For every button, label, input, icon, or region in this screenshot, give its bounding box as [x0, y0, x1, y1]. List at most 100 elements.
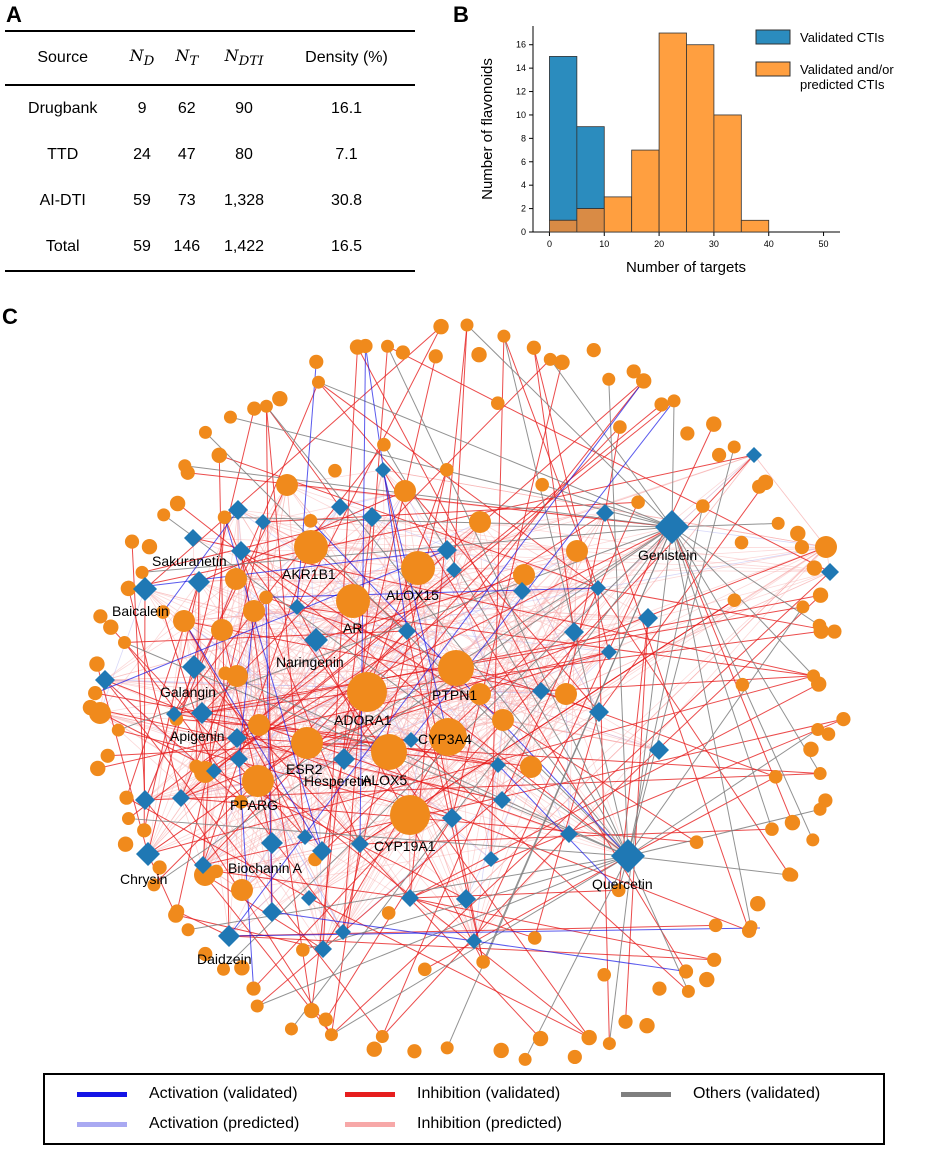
predicted-edge [304, 490, 406, 838]
inhibition-validated-edge [201, 594, 821, 714]
inhibition-validated-edge [104, 679, 383, 1037]
target-node [117, 836, 134, 852]
target-node [811, 722, 825, 736]
cell-source: Total [5, 224, 121, 272]
inhibition-validated-edge [104, 679, 242, 803]
others-validated-edge [205, 431, 629, 857]
others-validated-edge [291, 526, 673, 1030]
x-tick-label: 20 [654, 239, 664, 249]
compound-node [564, 622, 584, 642]
target-node [581, 1029, 597, 1046]
cell-nd: 59 [133, 192, 151, 209]
target-node [276, 474, 298, 496]
predicted-edge [315, 546, 827, 641]
predicted-edge [286, 484, 298, 608]
cell-ndti: 90 [235, 100, 253, 117]
compound-node [601, 644, 617, 660]
target-node [790, 525, 806, 542]
predicted-edge [315, 521, 481, 641]
inhibition-validated-edge [410, 739, 689, 992]
cell-nt: 47 [177, 146, 196, 163]
predicted-edge [241, 506, 341, 891]
target-node [708, 918, 723, 933]
target-node [813, 767, 827, 781]
target-node [626, 364, 641, 379]
legend-activation-predicted: Activation (predicted) [77, 1115, 299, 1133]
predicted-edge [523, 574, 575, 633]
compound-node [466, 933, 482, 949]
predicted-edge [257, 639, 317, 782]
target-node [111, 723, 125, 737]
predicted-edge [308, 546, 827, 899]
predicted-edge [490, 546, 827, 860]
cell-nd: 9 [137, 100, 147, 117]
predicted-edge [183, 620, 453, 819]
target-node [554, 354, 570, 370]
predicted-edge [321, 574, 525, 852]
compound-node [649, 740, 669, 760]
others-validated-edge [627, 606, 804, 857]
predicted-edge [521, 546, 827, 592]
predicted-edge [473, 693, 567, 942]
predicted-edge [253, 610, 610, 653]
predicted-edge [202, 780, 259, 866]
predicted-edge [322, 751, 390, 950]
target-node [247, 401, 262, 416]
target-node [812, 618, 827, 633]
target-node [518, 1052, 532, 1066]
table-row: Total 59 146 1,422 16.5 [5, 224, 415, 272]
target-node [727, 593, 742, 607]
predicted-edge [241, 836, 306, 891]
target-node [169, 495, 186, 512]
target-node [89, 656, 105, 672]
predicted-edge [236, 675, 323, 852]
target-node [152, 860, 167, 875]
predicted-edge [238, 484, 288, 760]
target-node [318, 1012, 333, 1027]
inhibition-validated-edge [409, 718, 844, 899]
predicted-edge [417, 567, 831, 573]
header-nd: ND [120, 30, 164, 86]
target-node [381, 339, 395, 353]
target-node [469, 511, 491, 533]
target-node [440, 1041, 454, 1055]
predicted-edge [359, 546, 827, 845]
header-nt: NT [163, 30, 211, 86]
nodes-layer [82, 318, 851, 1066]
cell-density: 30.8 [330, 192, 363, 209]
header-density: Density (%) [278, 30, 415, 86]
target-node [88, 686, 103, 701]
target-node [157, 508, 171, 522]
predicted-edge [502, 512, 606, 721]
compound-node [230, 750, 248, 768]
predicted-edge [343, 567, 419, 760]
target-node [695, 499, 710, 513]
target-node [771, 516, 785, 530]
inhibition-validated-edge [180, 797, 332, 1035]
target-node [89, 702, 111, 724]
inhibition-validated-edge [95, 692, 499, 766]
node-label-akr1b1: AKR1B1 [282, 566, 336, 582]
y-tick-label: 0 [521, 227, 526, 237]
predicted-edge [359, 546, 827, 845]
network-legend: Activation (validated) Activation (predi… [43, 1073, 885, 1145]
predicted-edge [236, 693, 567, 739]
target-node [296, 943, 310, 957]
x-tick-label: 0 [547, 239, 552, 249]
y-tick-label: 10 [516, 110, 526, 120]
target-node [217, 510, 232, 525]
bar-validated-and-predicted [603, 196, 633, 233]
predicted-edge [258, 606, 298, 726]
compound-node [560, 825, 578, 843]
predicted-edge [310, 512, 606, 548]
compound-node-baicalein [133, 577, 157, 601]
y-axis-label: Number of flavonoids [479, 58, 496, 200]
inhibition-validated-edge [173, 606, 803, 715]
predicted-edge [306, 742, 411, 899]
inhibition-validated-edge [224, 517, 361, 845]
predicted-edge [104, 667, 457, 681]
others-validated-edge [466, 324, 673, 528]
predicted-edge [753, 454, 827, 548]
target-node [135, 565, 149, 579]
predicted-edge [417, 454, 755, 569]
